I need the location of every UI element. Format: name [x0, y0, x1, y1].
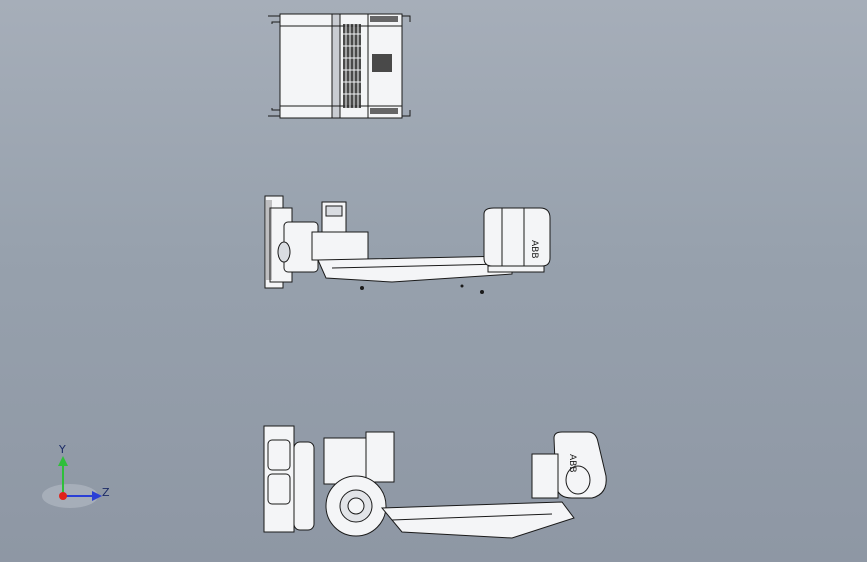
robot-side-view-drawing: ABB — [263, 425, 607, 539]
robot-front-view-drawing: ABB — [264, 195, 551, 294]
robot-top-view[interactable] — [262, 10, 412, 122]
axis-z-label: Z — [102, 486, 110, 499]
front-view-logo: ABB — [529, 240, 539, 259]
axis-triad: Y Z — [42, 440, 120, 510]
side-view-logo: ABB — [567, 454, 577, 473]
robot-top-view-drawing — [268, 13, 411, 119]
robot-side-view[interactable]: ABB — [262, 424, 612, 554]
axis-y-label: Y — [59, 443, 66, 456]
robot-front-view[interactable]: ABB — [262, 192, 557, 296]
triad-drawing — [42, 456, 102, 508]
